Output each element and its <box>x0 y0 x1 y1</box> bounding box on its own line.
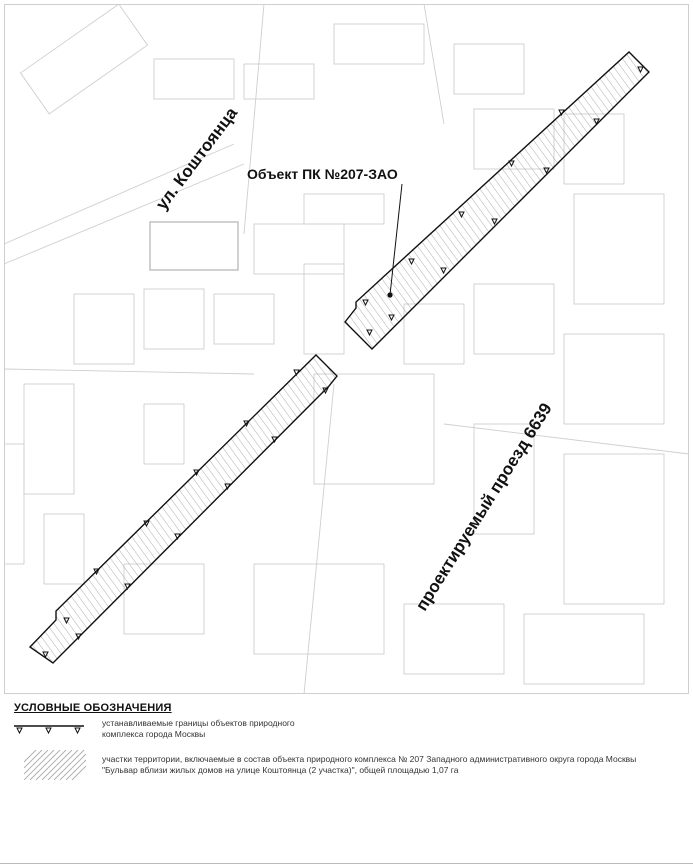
hatch-swatch-icon <box>24 750 86 780</box>
legend-title: УСЛОВНЫЕ ОБОЗНАЧЕНИЯ <box>14 702 172 714</box>
object-strip-south <box>28 354 338 664</box>
map-area <box>4 4 689 694</box>
legend-hatch-text: участки территории, включаемые в состав … <box>102 754 637 775</box>
boundary-triangles-north <box>362 66 644 337</box>
object-label: Объект ПК №207-ЗАО <box>247 166 398 182</box>
object-leader-line <box>389 183 403 296</box>
object-point <box>387 292 393 298</box>
page-bottom-rule <box>0 863 693 864</box>
boundary-triangles-south <box>42 369 329 659</box>
building-outlines <box>4 4 689 694</box>
base-map <box>4 4 689 694</box>
object-strip-north <box>344 51 650 350</box>
boundary-line-icon <box>14 725 84 735</box>
legend-boundary-text: устанавливаемые границы объектов природн… <box>102 718 295 739</box>
legend: УСЛОВНЫЕ ОБОЗНАЧЕНИЯ устанавливаемые гра… <box>12 702 682 792</box>
